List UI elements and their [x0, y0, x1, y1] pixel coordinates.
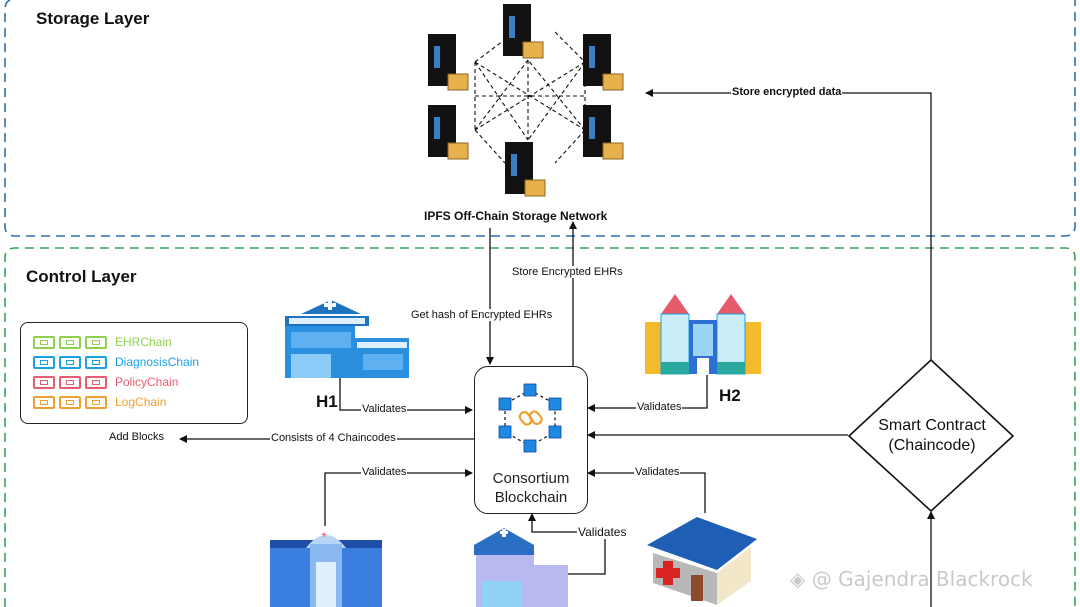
edge-label-get-hash: Get hash of Encrypted EHRs	[410, 309, 554, 321]
hospital-bottom-left-icon: +	[270, 530, 382, 607]
watermark: ◈ @ Gajendra Blackrock	[790, 567, 1033, 591]
ipfs-mesh	[474, 31, 586, 164]
chain-icon	[33, 355, 111, 369]
legend-item-diagnosischain: DiagnosisChain	[33, 354, 199, 370]
storage-layer-title: Storage Layer	[36, 9, 150, 28]
edge-label-bottom-center-validates: Validates	[577, 525, 628, 539]
edge-label-h1-validates: Validates	[361, 403, 408, 415]
legend-item-logchain: LogChain	[33, 394, 166, 410]
chain-icon	[33, 395, 111, 409]
smart-contract-label: Smart Contract (Chaincode)	[848, 416, 1016, 456]
server-icon	[503, 4, 544, 59]
consortium-blockchain-node: Consortium Blockchain	[474, 366, 588, 514]
edge-label-add-blocks: Add Blocks	[108, 431, 166, 443]
hospital-h1-label: H1	[316, 392, 338, 411]
smart-contract-diamond	[847, 358, 1015, 513]
server-icon	[428, 34, 469, 91]
smart-contract-line2: (Chaincode)	[888, 437, 976, 454]
chain-icon	[33, 335, 111, 349]
edge-h1-validates	[339, 378, 473, 414]
core-label-line2: Blockchain	[494, 489, 568, 506]
svg-text:+: +	[321, 530, 327, 541]
edge-bottom-right-validates	[587, 469, 706, 513]
edge-label-store-encrypted-data: Store encrypted data	[731, 86, 843, 98]
edge-bottom-left-validates	[324, 469, 473, 526]
hospital-h2-icon	[645, 294, 761, 375]
smart-contract-line1: Smart Contract	[878, 417, 986, 434]
server-icon	[583, 105, 624, 160]
edge-label-store-encrypted-ehrs: Store Encrypted EHRs	[511, 266, 624, 278]
control-layer-border	[4, 247, 1076, 607]
server-icon	[428, 105, 469, 160]
edge-label-bottom-left-validates: Validates	[361, 466, 408, 478]
chain-icon	[33, 375, 111, 389]
legend-item-ehrchain: EHRChain	[33, 334, 172, 350]
core-label-line1: Consortium	[492, 470, 570, 487]
edge-label-bottom-right-validates: Validates	[634, 466, 681, 478]
storage-layer-border	[4, 0, 1076, 237]
server-icon	[583, 34, 624, 91]
edge-label-h2-validates: Validates	[636, 401, 683, 413]
edge-label-consists-of: Consists of 4 Chaincodes	[270, 432, 397, 444]
ipfs-network-label: IPFS Off-Chain Storage Network	[424, 209, 608, 223]
hospital-h1-icon	[285, 300, 409, 378]
hospital-h2-label: H2	[719, 386, 741, 405]
edge-h2-validates	[587, 375, 708, 412]
watermark-text: @ Gajendra Blackrock	[811, 567, 1033, 591]
ipfs-servers	[428, 4, 624, 197]
legend-item-policychain: PolicyChain	[33, 374, 178, 390]
control-layer-title: Control Layer	[26, 267, 137, 286]
clinic-bottom-right-icon	[647, 517, 757, 605]
hospital-bottom-center-icon	[474, 528, 568, 607]
server-icon	[505, 142, 546, 197]
watermark-logo-icon: ◈	[790, 567, 806, 591]
chain-legend: EHRChain DiagnosisChain PolicyChain LogC…	[20, 322, 248, 424]
